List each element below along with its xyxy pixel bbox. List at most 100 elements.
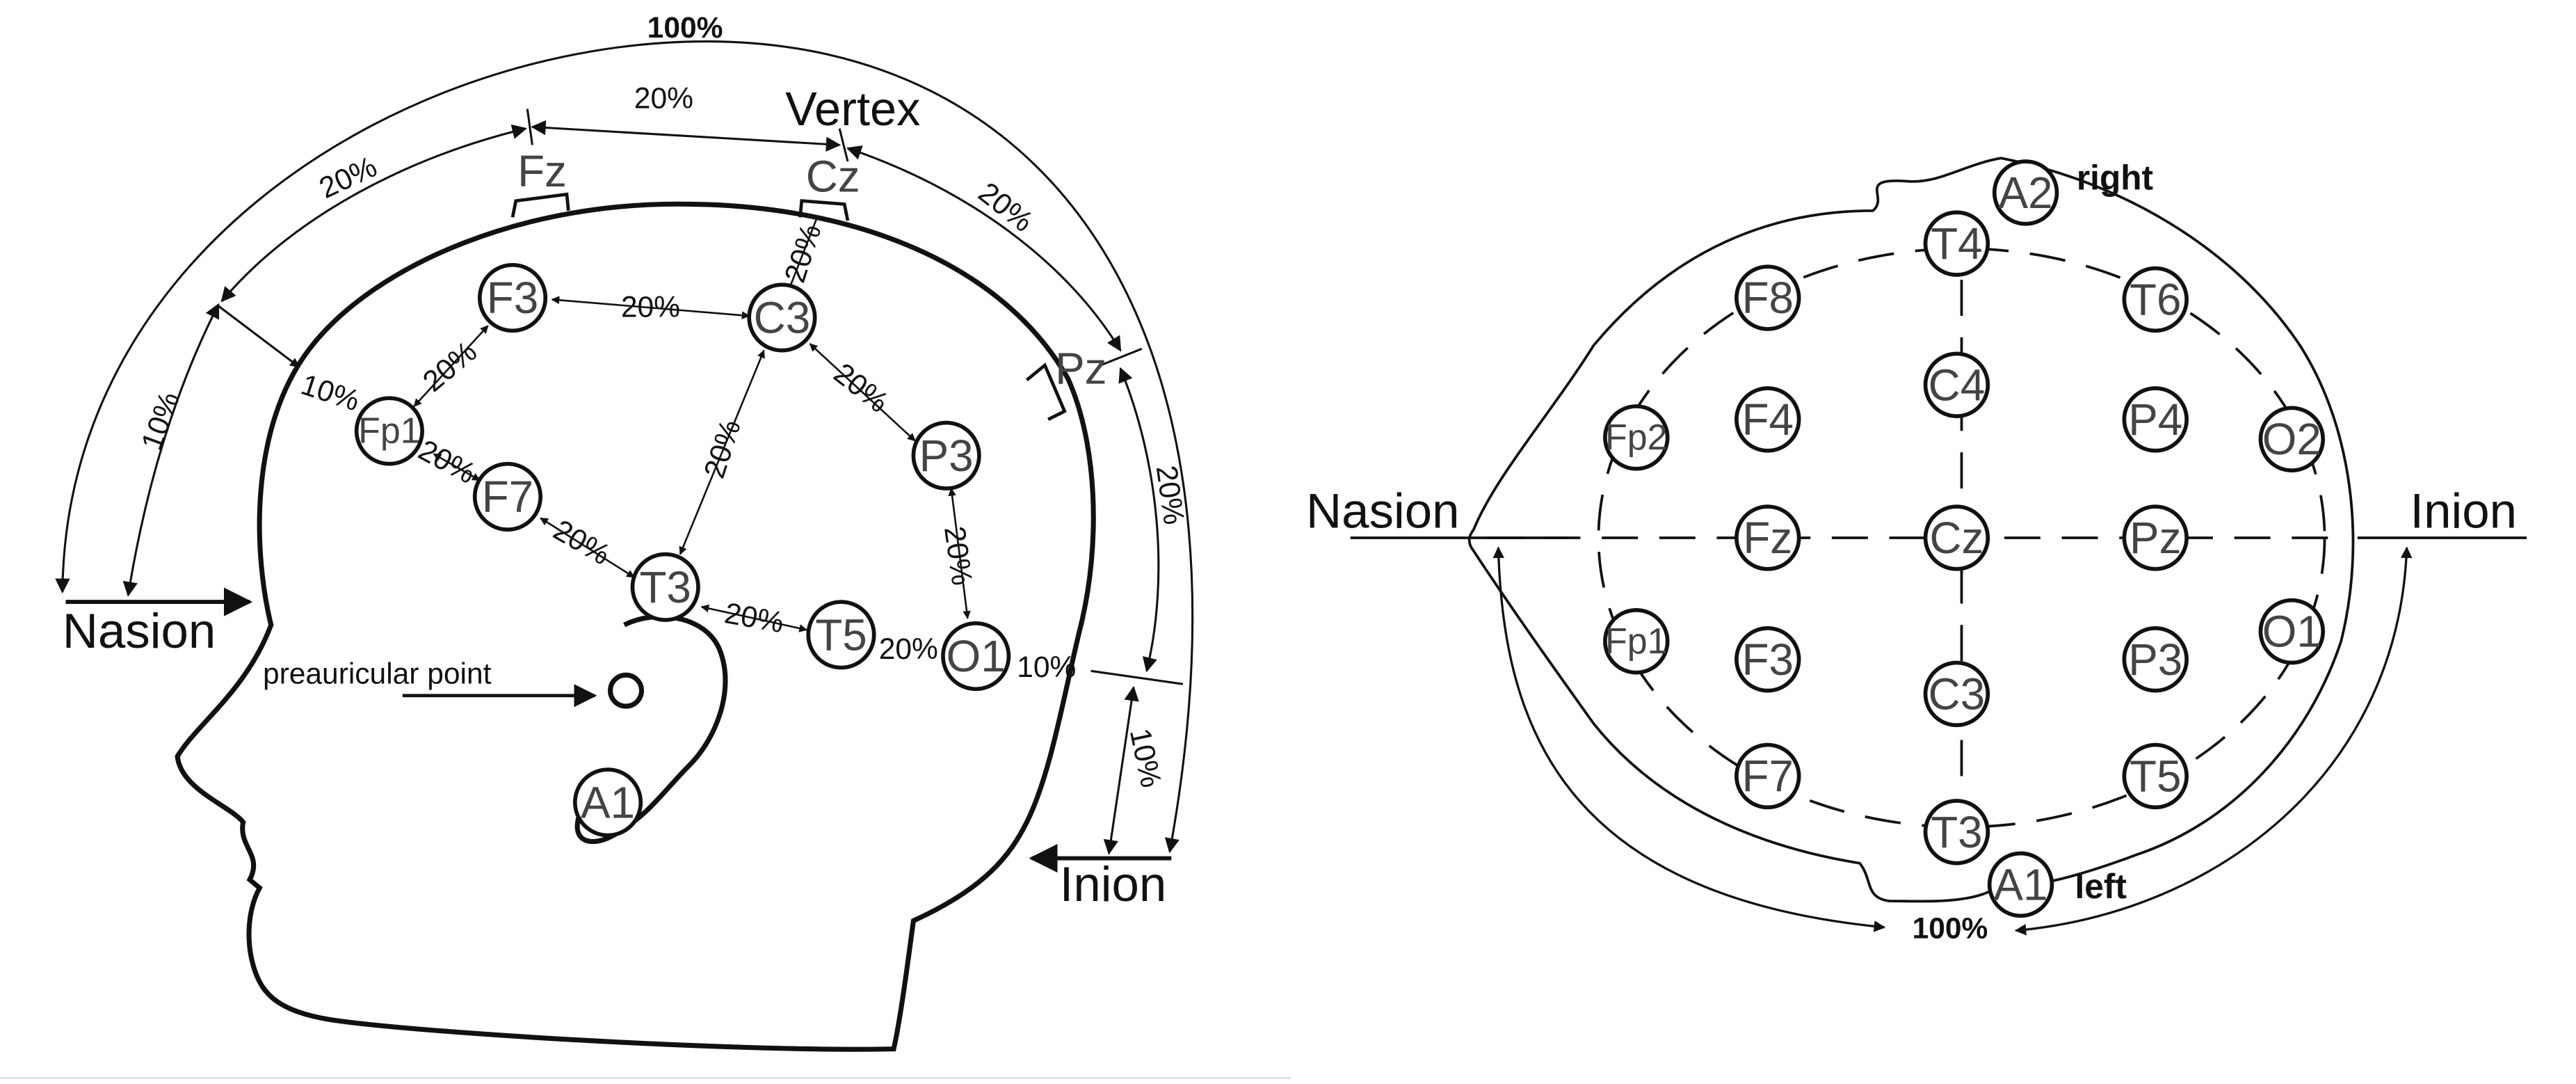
pz-cap bbox=[1025, 362, 1067, 421]
cz-c3-line bbox=[789, 218, 818, 287]
electrode-p3-top: P3 bbox=[2122, 626, 2189, 693]
electrode-label: Fp1 bbox=[1605, 621, 1668, 662]
electrode-pz: Pz bbox=[2122, 504, 2189, 571]
electrode-label: T6 bbox=[2130, 274, 2181, 324]
electrode-a2: A2 bbox=[1992, 159, 2059, 226]
electrode-a1-top: A1 bbox=[1987, 851, 2054, 918]
electrode-t5-top: T5 bbox=[2122, 742, 2189, 810]
electrode-label: O2 bbox=[2262, 414, 2321, 464]
tick-to-head bbox=[218, 305, 300, 368]
electrode-f4: F4 bbox=[1734, 386, 1801, 453]
pct-c3-p3: 20% bbox=[828, 357, 894, 419]
electrode-label: T3 bbox=[1931, 807, 1982, 857]
bottom-divider bbox=[0, 1077, 1291, 1079]
arc-lower-inion bbox=[1103, 685, 1139, 855]
electrode-label: T5 bbox=[815, 609, 867, 660]
arc-cz-pz bbox=[846, 145, 1122, 352]
electrode-f7-top: F7 bbox=[1734, 742, 1801, 810]
inner-arrows bbox=[413, 296, 971, 632]
inion-label: Inion bbox=[1060, 857, 1167, 912]
electrode-label: Pz bbox=[2130, 513, 2181, 563]
electrode-label: F3 bbox=[1742, 635, 1794, 685]
top-head-outline bbox=[1467, 157, 2355, 903]
electrode-f3: F3 bbox=[477, 262, 548, 333]
electrode-c4: C4 bbox=[1923, 351, 1990, 418]
pct-t5-o1: 20% bbox=[879, 633, 938, 666]
electrode-label: Cz bbox=[1929, 513, 1983, 563]
electrode-label: C4 bbox=[1929, 360, 1986, 410]
electrode-label: P4 bbox=[2128, 394, 2182, 445]
lower-tick bbox=[1090, 669, 1184, 685]
circumference-arc bbox=[55, 40, 1194, 854]
pct-fp1-f3: 20% bbox=[417, 335, 483, 399]
electrode-fp2: Fp2 bbox=[1603, 404, 1670, 471]
electrode-label: F8 bbox=[1742, 273, 1794, 323]
pct-arc-inion-side: 20% bbox=[1150, 463, 1190, 527]
pct-fp1-f7: 20% bbox=[413, 434, 481, 491]
arc-fz-cz bbox=[531, 120, 842, 152]
label-fz: Fz bbox=[517, 146, 567, 196]
fz-tick bbox=[526, 109, 533, 145]
left-label: left bbox=[2075, 867, 2127, 906]
electrode-label: T3 bbox=[639, 562, 691, 612]
electrode-label: A1 bbox=[581, 777, 635, 827]
cz-cap bbox=[798, 199, 850, 221]
electrode-f8: F8 bbox=[1734, 264, 1801, 331]
pct-fp1-side: 10% bbox=[297, 369, 363, 418]
pct-f3-c3: 20% bbox=[621, 292, 680, 324]
electrode-fp1: Fp1 bbox=[354, 396, 424, 466]
electrode-t6: T6 bbox=[2122, 266, 2189, 333]
electrode-f3-top: F3 bbox=[1734, 626, 1801, 693]
electrode-label: Fp1 bbox=[358, 411, 421, 451]
pct-arc-nasion-side: 10% bbox=[136, 388, 186, 454]
electrode-label: O1 bbox=[947, 631, 1006, 681]
electrode-label: C3 bbox=[754, 292, 811, 342]
arc-pz-lower bbox=[1118, 367, 1160, 673]
electrode-cz: Cz bbox=[1923, 504, 1990, 571]
pct-f7-t3: 20% bbox=[548, 513, 615, 571]
pct-cz-c3: 20% bbox=[779, 221, 828, 287]
pct-c3-t3: 20% bbox=[698, 416, 748, 482]
top-inion-label: Inion bbox=[2410, 484, 2517, 539]
electrode-o2: O2 bbox=[2258, 406, 2326, 472]
top-nasion-label: Nasion bbox=[1306, 484, 1460, 539]
electrode-t3-top: T3 bbox=[1923, 799, 1990, 866]
electrode-label: O1 bbox=[2262, 607, 2321, 657]
electrode-t5: T5 bbox=[806, 600, 876, 670]
electrode-f7: F7 bbox=[472, 461, 543, 532]
electrode-label: P3 bbox=[919, 431, 974, 481]
fz-cap bbox=[510, 192, 570, 218]
arc-nasion-side bbox=[122, 303, 220, 597]
nasion-label: Nasion bbox=[63, 604, 216, 659]
electrode-label: F7 bbox=[1742, 751, 1794, 801]
electrode-label: C3 bbox=[1929, 669, 1986, 719]
electrode-c3: C3 bbox=[747, 282, 817, 353]
label-cz: Cz bbox=[806, 151, 860, 201]
electrode-c3-top: C3 bbox=[1923, 660, 1990, 728]
top-view: A2 T4 F8 T6 Fp2 F4 C4 P4 O2 Fz Cz Pz Fp1… bbox=[1306, 157, 2527, 946]
pct-arc-nasion-fz: 20% bbox=[314, 150, 382, 205]
electrode-label: F3 bbox=[487, 273, 538, 323]
pct-lower-inion: 10% bbox=[1123, 726, 1168, 790]
pct-t3-t5: 20% bbox=[722, 597, 786, 639]
head-outline bbox=[175, 201, 1096, 1052]
electrode-label: F7 bbox=[482, 472, 533, 522]
top-circumference-label: 100% bbox=[1913, 913, 1988, 946]
vertex-label: Vertex bbox=[785, 82, 920, 136]
electrode-o1: O1 bbox=[941, 621, 1011, 692]
electrode-label: A2 bbox=[1999, 168, 2053, 218]
pz-tick bbox=[1100, 347, 1143, 367]
electrode-label: F4 bbox=[1742, 394, 1794, 445]
electrode-t4: T4 bbox=[1923, 210, 1990, 277]
preauricular-point bbox=[608, 672, 644, 709]
electrode-label: T5 bbox=[2130, 751, 2181, 801]
electrode-label: P3 bbox=[2128, 635, 2182, 685]
arc-nasion-fz bbox=[220, 124, 528, 303]
electrode-label: Fp2 bbox=[1605, 417, 1668, 458]
right-label: right bbox=[2077, 159, 2153, 198]
electrode-fp1-top: Fp1 bbox=[1603, 608, 1670, 675]
pct-arc-fz-cz: 20% bbox=[634, 83, 693, 115]
electrode-label: T4 bbox=[1931, 218, 1982, 269]
circumference-arrow-left bbox=[1492, 546, 1886, 932]
